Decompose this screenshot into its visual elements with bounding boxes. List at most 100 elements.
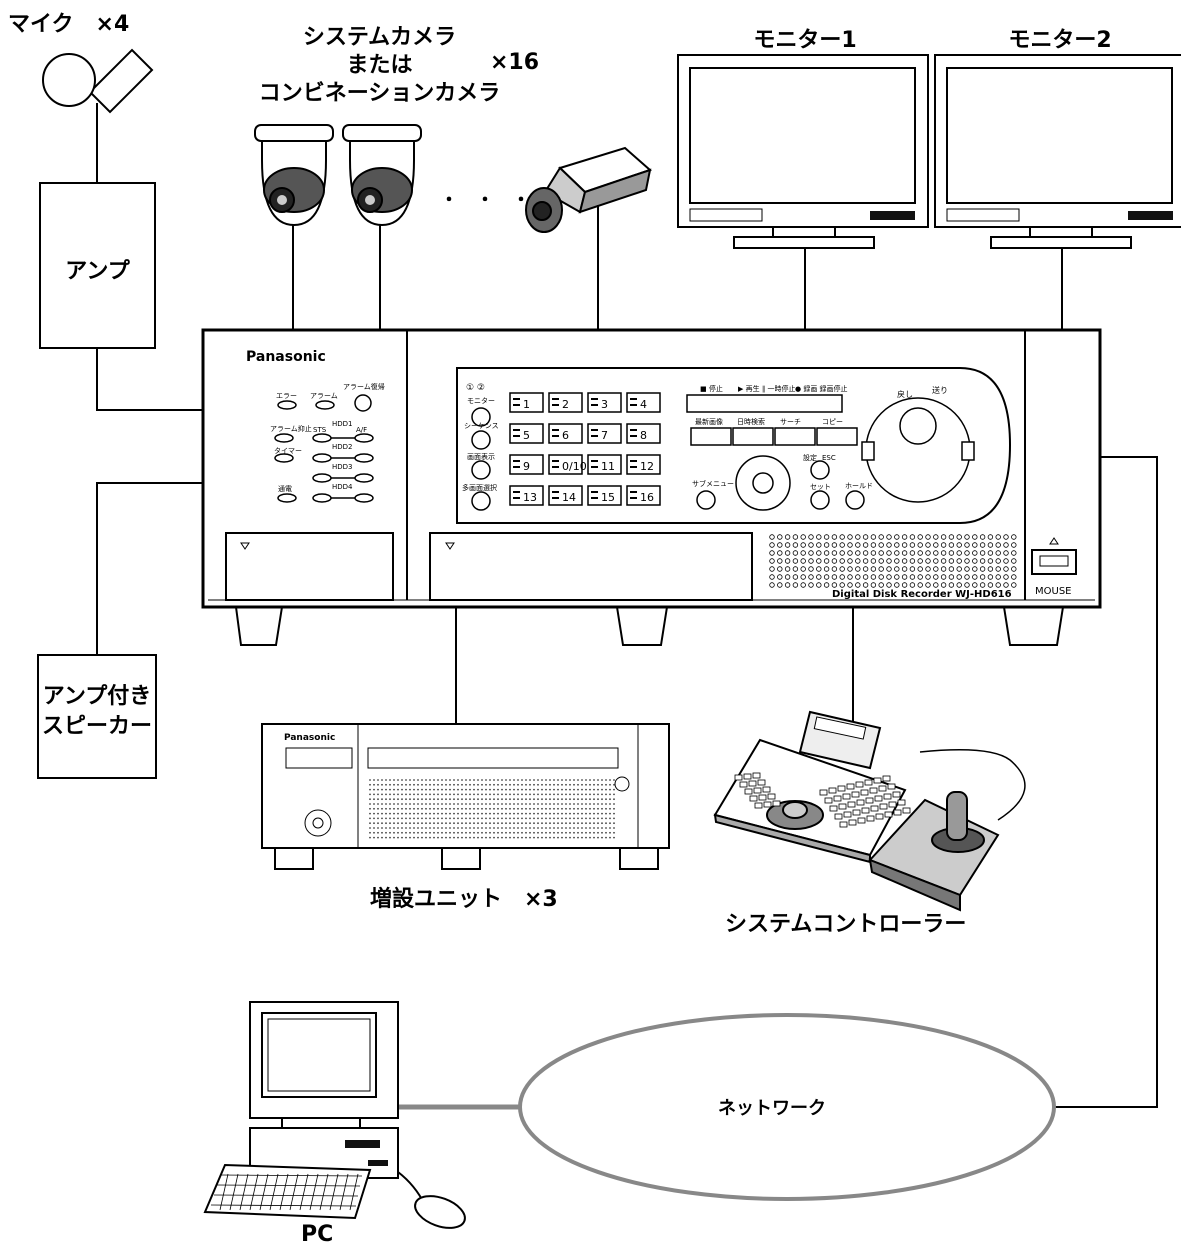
- pc-label: PC: [301, 1222, 334, 1247]
- numpad-key: 11: [587, 454, 622, 475]
- numpad-key: 0/10: [548, 454, 587, 475]
- amp-speaker-line1: アンプ付き: [42, 684, 152, 709]
- system-controller-icon: [713, 710, 1026, 912]
- pc-icon: [203, 1001, 466, 1229]
- numpad-key: 9: [509, 454, 544, 475]
- numpad-key: 6: [548, 423, 583, 444]
- numpad-key-label: 12: [640, 460, 654, 473]
- fn-copy: コピー: [822, 418, 843, 426]
- mouse-label: MOUSE: [1035, 586, 1071, 597]
- fn-search: サーチ: [780, 418, 801, 426]
- monitor-1-label: モニター1: [753, 28, 857, 53]
- camera-count: ×16: [490, 50, 540, 75]
- extension-brand: Panasonic: [284, 733, 335, 743]
- amp-label: アンプ: [65, 259, 130, 284]
- fn-latest: 最新画像: [695, 417, 723, 426]
- numpad-key: 5: [509, 423, 544, 444]
- side-button-multiscreen: 多画面選択: [462, 483, 497, 492]
- forward-label: 送り: [932, 385, 948, 395]
- led-hdd1: HDD1: [332, 420, 353, 428]
- amp-speaker-label: アンプ付き スピーカー: [38, 682, 156, 742]
- numpad-key-label: 16: [640, 491, 654, 504]
- numpad-key-label: 3: [601, 398, 608, 411]
- led-hdd3: HDD3: [332, 463, 353, 471]
- amp-speaker-box: [37, 654, 157, 779]
- numpad-key-label: 13: [523, 491, 537, 504]
- numpad-key: 12: [626, 454, 661, 475]
- numpad-key-label: 1: [523, 398, 530, 411]
- led-af: A/F: [356, 426, 367, 434]
- hdd-led: [312, 433, 332, 443]
- system-controller-label: システムコントローラー: [725, 912, 967, 937]
- camera-label: システムカメラ または コンビネーションカメラ: [247, 24, 512, 108]
- hold-label: ホールド: [845, 482, 873, 490]
- transport-play: ▶ 再生 ∥ 一時停止: [738, 384, 796, 393]
- led-power: 通電: [278, 484, 292, 493]
- led-hdd4: HDD4: [332, 483, 353, 491]
- side-button-monitor: モニター: [467, 396, 495, 405]
- amp-box: [39, 182, 156, 349]
- led-alarm-restore: アラーム復帰: [343, 382, 385, 391]
- hdd-led: [354, 473, 374, 483]
- set-label: セット: [810, 483, 831, 491]
- hdd-led: [354, 453, 374, 463]
- numpad-key-label: 7: [601, 429, 608, 442]
- amp-speaker-line2: スピーカー: [41, 714, 152, 739]
- connection-lines: [96, 103, 1158, 1108]
- led-hdd2: HDD2: [332, 443, 353, 451]
- hdd-led: [312, 473, 332, 483]
- network-label: ネットワーク: [718, 1098, 826, 1119]
- hdd-led: [312, 453, 332, 463]
- speaker-grille: [769, 534, 1017, 588]
- dome-camera-icon: [254, 124, 334, 227]
- pc-keyboard-keys: [210, 1173, 363, 1211]
- numpad-key: 3: [587, 392, 622, 413]
- hdd-led: [312, 493, 332, 503]
- camera-dots: ・ ・ ・: [440, 190, 530, 211]
- recorder-brand: Panasonic: [246, 349, 326, 365]
- numpad-key: 16: [626, 485, 661, 506]
- numpad-key-label: 11: [601, 460, 615, 473]
- numpad-key: 15: [587, 485, 622, 506]
- numpad-key: 7: [587, 423, 622, 444]
- disk-recorder: [201, 328, 1102, 646]
- numpad-key: 4: [626, 392, 661, 413]
- monitor-marks: ① ②: [466, 383, 485, 393]
- transport-rec: ● 録画 録画停止: [795, 384, 848, 393]
- recorder-model: Digital Disk Recorder WJ-HD616: [832, 589, 1012, 600]
- extension-unit: [261, 723, 670, 870]
- led-alarm-suppress: アラーム抑止: [270, 424, 312, 433]
- status-leds: [274, 394, 374, 503]
- setting-label: 設定: [803, 453, 817, 462]
- recorder-buttons: [471, 394, 975, 511]
- mic-label: マイク ×4: [8, 12, 130, 37]
- numpad-key-label: 4: [640, 398, 647, 411]
- numpad-key: 13: [509, 485, 544, 506]
- fn-date-search: 日時検索: [737, 417, 765, 426]
- network-cloud: [518, 1013, 1056, 1201]
- hdd-led: [354, 493, 374, 503]
- transport-stop: ■ 停止: [700, 384, 723, 393]
- monitor-2-label: モニター2: [1008, 28, 1112, 53]
- numpad-key-label: 6: [562, 429, 569, 442]
- led-sts: STS: [313, 426, 327, 434]
- led-timer: タイマー: [274, 446, 302, 455]
- numpad-key: 14: [548, 485, 583, 506]
- numpad-key: 8: [626, 423, 661, 444]
- submenu-label: サブメニュー: [692, 479, 734, 488]
- numpad-key: 2: [548, 392, 583, 413]
- numpad-key-label: 0/10: [562, 460, 587, 473]
- camera-label-line1: システムカメラ: [302, 25, 457, 50]
- monitor-2-icon: [934, 54, 1181, 249]
- microphone-icon: [42, 48, 154, 114]
- monitor-1-icon: [677, 54, 929, 249]
- led-alarm: アラーム: [310, 392, 338, 400]
- extension-grille: [369, 779, 615, 839]
- camera-label-line3: コンビネーションカメラ: [258, 81, 501, 106]
- numpad-key-label: 8: [640, 429, 647, 442]
- camera-label-line2: または: [346, 53, 413, 78]
- numpad-key-label: 2: [562, 398, 569, 411]
- numpad-key-label: 15: [601, 491, 615, 504]
